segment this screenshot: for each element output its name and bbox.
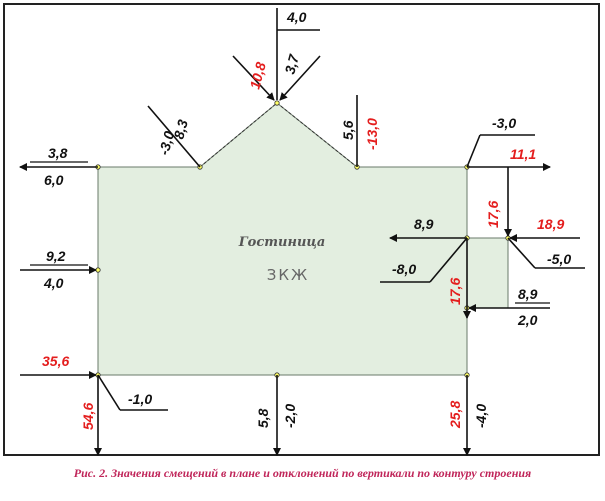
label-apex-black: 3,7 <box>281 52 302 76</box>
label-left-slope-top: 8,3 <box>170 118 191 141</box>
label-apex-top: 4,0 <box>286 9 307 25</box>
inner-block <box>466 237 509 309</box>
label-inner-top: 8,9 <box>518 286 538 302</box>
label-right-side: -5,0 <box>547 251 571 267</box>
label-notch-vert-red: 17,6 <box>447 278 463 305</box>
label-apex-red: 10,8 <box>246 60 269 91</box>
label-right-vert-red: 17,6 <box>485 201 501 228</box>
building-name: Гостиница <box>238 235 326 250</box>
label-tl-bottom: 6,0 <box>44 172 64 188</box>
arrow-apex-left <box>232 55 275 101</box>
roof-dashed-right <box>276 102 358 168</box>
arrow-apex-right <box>279 55 321 101</box>
label-tr-top: -3,0 <box>492 115 516 131</box>
leader-tr <box>466 134 481 168</box>
label-br-red: 25,8 <box>447 401 463 429</box>
label-right-red: 18,9 <box>537 216 564 232</box>
label-right-slope-black: 5,6 <box>340 120 356 140</box>
leader-notch <box>429 237 468 283</box>
label-left-mid-bottom: 4,0 <box>43 275 64 291</box>
label-notch-top: 8,9 <box>414 216 434 232</box>
label-inner-bottom: 2,0 <box>517 312 538 328</box>
label-tr-red: 11,1 <box>510 146 536 162</box>
label-bot-mid-vert: -2,0 <box>282 404 298 428</box>
label-bl-vert: 54,6 <box>80 403 96 430</box>
label-bl-red: 35,6 <box>42 353 69 369</box>
leader-left-slope <box>147 105 201 168</box>
label-bot-mid-black: 5,8 <box>255 408 271 428</box>
label-notch-bottom: -8,0 <box>392 261 416 277</box>
roof-dashed-left <box>199 102 278 168</box>
leader-right <box>507 237 536 269</box>
label-left-mid-top: 9,2 <box>46 248 66 264</box>
label-tl-top: 3,8 <box>48 145 68 161</box>
figure-caption: Рис. 2. Значения смещений в плане и откл… <box>73 466 532 480</box>
label-left-slope-bottom: -3,0 <box>155 129 177 157</box>
label-br-vert: -4,0 <box>473 404 489 428</box>
label-right-slope-red: -13,0 <box>364 118 380 150</box>
displacement-diagram: Гостиница ЗКЖ <box>19 8 585 456</box>
building-class: ЗКЖ <box>267 266 309 284</box>
label-bl-side: -1,0 <box>128 391 152 407</box>
leader-bl <box>97 374 121 411</box>
